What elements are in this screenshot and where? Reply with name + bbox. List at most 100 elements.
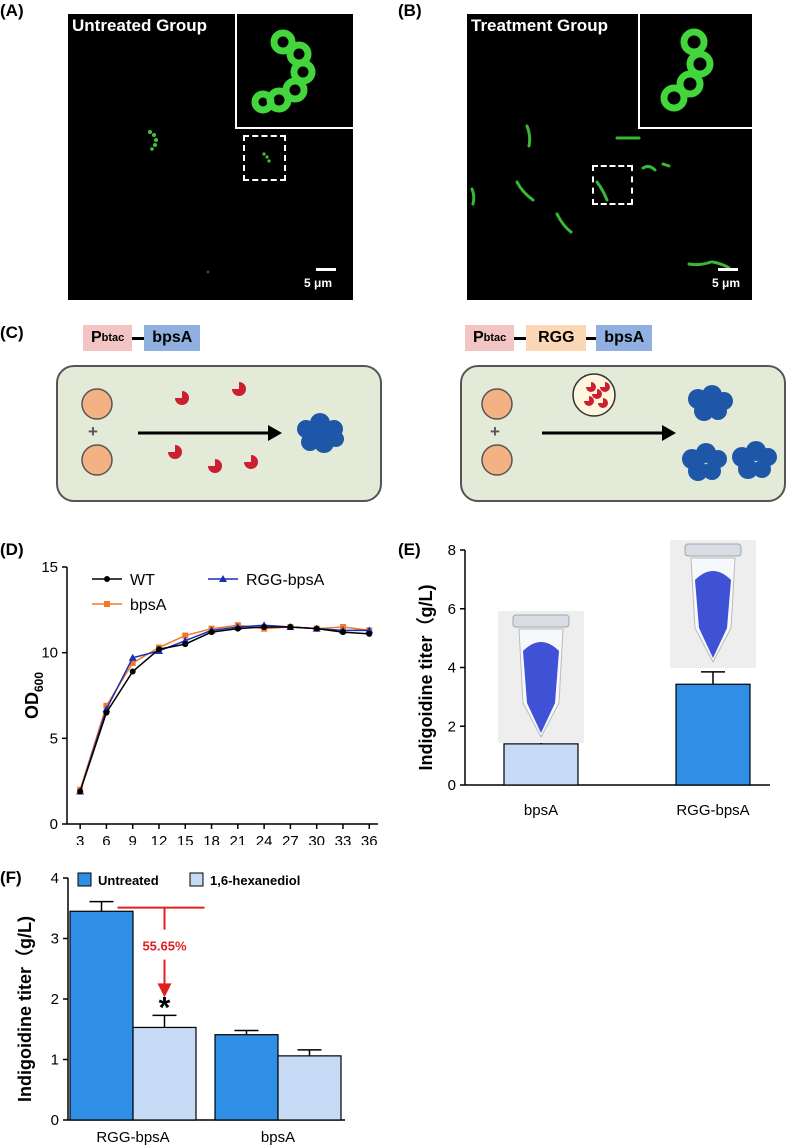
scale-bar — [316, 268, 336, 271]
data-point — [128, 653, 137, 661]
free-enzyme-pathway — [81, 382, 344, 476]
tube-pigment — [523, 642, 559, 733]
x-tick-label: bpsA — [524, 802, 558, 819]
data-point — [129, 668, 136, 675]
data-point — [234, 625, 241, 632]
panel-label-f: (F) — [0, 868, 22, 887]
micrograph-title: Treatment Group — [471, 16, 608, 35]
bar-bpsA-Untreated — [214, 1034, 279, 1121]
series-line-RGG-bpsA — [79, 624, 370, 792]
panel-label-a: (A) — [0, 1, 24, 20]
x-tick-label: 6 — [102, 833, 110, 845]
rgg-tag-box: RGG — [526, 325, 587, 351]
y-tick-label: 8 — [448, 542, 456, 559]
linker — [132, 336, 145, 340]
cell-signal-layer — [470, 124, 731, 270]
condensate-pathway — [481, 373, 777, 481]
y-tick-label: 0 — [448, 777, 456, 794]
x-tick-label: 15 — [177, 833, 194, 845]
y-tick-label: 10 — [41, 645, 58, 662]
x-tick-label: 33 — [335, 833, 352, 845]
zoom-region-box — [592, 165, 633, 205]
data-point — [313, 625, 320, 632]
x-tick-label: 30 — [308, 833, 325, 845]
y-axis-title: Indigoidine titer（g/L) — [15, 916, 35, 1102]
data-point — [366, 630, 373, 637]
panel-label-b: (B) — [398, 1, 422, 20]
tube-pigment — [695, 571, 731, 658]
x-tick-label: 12 — [151, 833, 168, 845]
scale-bar — [718, 268, 738, 271]
zoom-inset — [235, 14, 353, 129]
y-tick-label: 3 — [51, 931, 59, 948]
y-tick-label: 6 — [448, 601, 456, 618]
panel-label-e: (E) — [398, 540, 421, 559]
micrograph-untreated: Untreated Group 5 μm — [68, 14, 353, 300]
series-line-bpsA — [79, 624, 370, 790]
tube-cap — [684, 543, 742, 557]
x-tick-label: 9 — [129, 833, 137, 845]
y-tick-label: 15 — [41, 559, 58, 576]
legend-marker — [104, 576, 110, 582]
cell-schematic-free-enzyme — [56, 365, 382, 502]
data-point — [129, 659, 136, 666]
bar-RGG-bpsA-Untreated — [69, 910, 134, 1121]
x-tick-label: bpsA — [261, 1129, 295, 1146]
y-tick-label: 5 — [50, 730, 58, 747]
x-tick-label: RGG-bpsA — [96, 1129, 169, 1146]
x-tick-label: 36 — [361, 833, 378, 845]
data-point — [261, 623, 268, 630]
x-tick-label: 21 — [229, 833, 246, 845]
bar-bpsA-1,6-hexanediol — [277, 1055, 342, 1121]
y-axis-title: Indigoidine titer（g/L) — [416, 585, 436, 771]
x-tick-label: RGG-bpsA — [676, 802, 749, 819]
plus-sign: + — [88, 422, 98, 441]
tube-illustration — [498, 611, 584, 743]
bar-RGG-bpsA-1,6-hexanediol — [132, 1026, 197, 1121]
x-tick-label: 24 — [256, 833, 273, 845]
cell-schematic-condensate — [460, 365, 786, 502]
reduction-percent-label: 55.65% — [142, 939, 187, 954]
x-tick-label: 18 — [203, 833, 220, 845]
growth-curve-chart: 051015369121518212427303336time (h)OD600… — [22, 559, 378, 845]
legend-label: RGG-bpsA — [246, 572, 325, 589]
zoom-region-box — [243, 135, 286, 181]
data-point — [103, 709, 110, 716]
zoom-inset — [638, 14, 752, 129]
significance-marker: * — [159, 991, 171, 1024]
y-tick-label: 1 — [51, 1052, 59, 1069]
bar-RGG-bpsA — [675, 683, 751, 786]
reduction-arrowhead — [157, 983, 172, 998]
scale-bar-label: 5 μm — [712, 276, 741, 290]
x-tick-label: 27 — [282, 833, 299, 845]
y-tick-label: 2 — [51, 991, 59, 1008]
data-point — [182, 632, 189, 639]
legend-swatch — [189, 872, 204, 887]
linker — [586, 336, 597, 340]
micrograph-treatment: Treatment Group 5 μm — [467, 14, 752, 300]
legend-label: 1,6-hexanediol — [210, 873, 300, 888]
data-point — [155, 646, 162, 653]
micrograph-title: Untreated Group — [72, 16, 208, 35]
legend-marker — [104, 601, 110, 607]
data-point — [77, 788, 84, 795]
series-line-WT — [79, 626, 370, 792]
cell-signal-layer — [148, 130, 271, 274]
y-tick-label: 4 — [51, 870, 59, 887]
inset-cells — [660, 28, 714, 112]
legend-label: bpsA — [130, 597, 167, 614]
y-tick-label: 0 — [51, 1112, 59, 1129]
legend-marker — [219, 575, 227, 582]
gene-box: bpsA — [596, 325, 653, 351]
gene-box: bpsA — [144, 325, 201, 351]
plus-sign: + — [490, 422, 500, 441]
y-tick-label: 2 — [448, 718, 456, 735]
data-point — [182, 641, 189, 648]
legend-label: Untreated — [98, 873, 159, 888]
